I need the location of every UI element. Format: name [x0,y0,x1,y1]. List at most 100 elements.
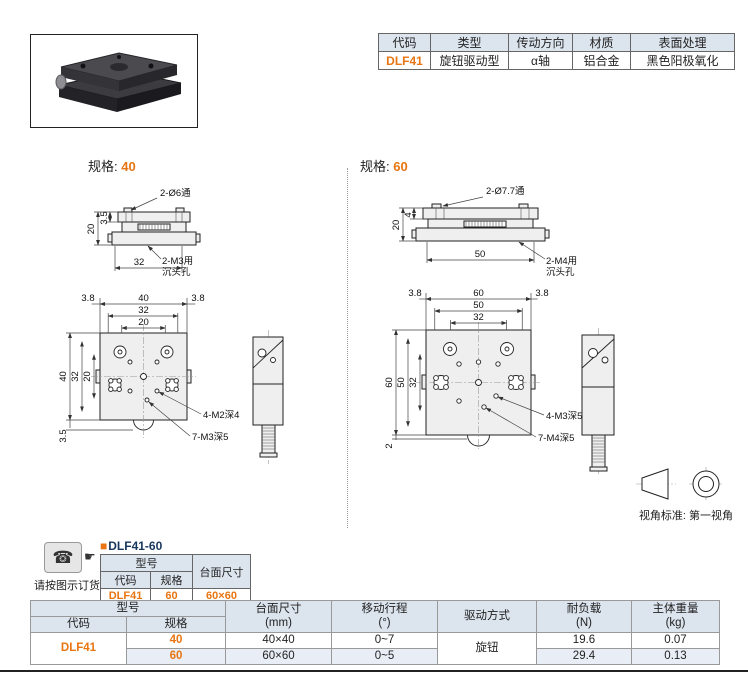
data-row-60: 60 60×60 0~5 29.4 0.13 [31,648,720,665]
col-header-type: 类型 [430,33,509,52]
cell-spec-60: 60 [126,648,226,665]
cell-spec-40: 40 [126,632,226,649]
dim-knob: 3.5 [58,429,69,442]
dim-top-overall: 40 [138,293,149,304]
dim-left-overall: 40 [58,371,69,382]
cell-travel-60: 0~5 [331,648,438,665]
dim-left-mid: 32 [70,371,81,382]
dim-label-csk-1: 2-M3用 [162,256,193,267]
drawing-spec60: 2-Ø7.7通 20 4 50 2-M4用 沉头孔 [384,186,615,474]
col-header-finish: 表面处理 [630,33,735,52]
plan-view-40-dims: 40 3.8 3.8 32 20 40 32 20 3.5 4-M2深4 7-M… [58,293,239,443]
dim-offset-right: 3.8 [535,288,548,299]
knob [55,74,67,90]
side-elevation-40 [107,207,201,246]
cell-weight-40: 0.07 [631,632,720,649]
cell-load-60: 29.4 [536,648,632,665]
leader-label-b: 7-M3深5 [192,432,228,443]
header-drive: 驱动方式 [437,600,537,633]
dim-top-thickness-label: 4 [403,212,414,217]
main-spec-table: 型号 台面尺寸 (mm) 移动行程 (°) 驱动方式 耐负载 (N) 主体重量 … [30,600,720,665]
header-spec: 规格 [126,616,226,633]
plan-view-60-dims: 60 3.8 3.8 50 32 60 50 32 2 4-M3深5 7-M4深… [384,288,582,449]
spec-summary-table: 代码 类型 传动方向 材质 表面处理 DLF41 旋钮驱动型 α轴 铝合金 黑色… [378,33,735,70]
value-type: 旋钮驱动型 [430,51,509,70]
value-direction: α轴 [508,51,573,70]
spec-label-text: 规格: [360,159,390,174]
cell-drive: 旋钮 [437,632,537,665]
rosette-right [508,375,524,390]
spec-summary-value-row: DLF41 旋钮驱动型 α轴 铝合金 黑色阳极氧化 [378,51,735,70]
side-profile-60 [581,328,615,474]
mini-header-surface: 台面尺寸 [192,554,251,589]
main-header-row-1: 型号 台面尺寸 (mm) 移动行程 (°) 驱动方式 耐负载 (N) 主体重量 … [30,600,720,633]
spec-summary-header-row: 代码 类型 传动方向 材质 表面处理 [378,33,735,52]
dim-height-label: 20 [86,224,97,235]
dim-left-inner: 32 [408,377,419,388]
data-row-40: DLF41 40 40×40 0~7 旋钮 19.6 0.07 [30,632,720,665]
center-recess [110,63,128,71]
mini-header-row-2: 代码 规格 [100,571,251,589]
main-header-row-2: 代码 规格 [30,616,720,633]
header-weight-line2: (kg) [665,616,686,629]
mini-header-spec: 规格 [150,571,193,589]
plan-view-40 [91,324,196,438]
dim-offset-left: 3.8 [408,288,421,299]
col-header-direction: 传动方向 [508,33,573,52]
spec-label-text: 规格: [88,159,118,174]
leader-label-a: 4-M3深5 [546,411,582,422]
part-number-table: 型号 台面尺寸 代码 规格 DLF41 60 60×60 [100,554,251,603]
spec-label-value: 60 [393,159,408,174]
side-elevation-60-dims: 2-Ø7.7通 20 4 50 2-M4用 沉头孔 [391,186,577,278]
pointer-hand-icon: ☛ [84,549,96,564]
screw [148,63,154,69]
header-travel-line2: (°) [378,616,391,629]
dim-left-mid: 50 [396,377,407,388]
product-photo [30,34,198,128]
col-header-material: 材质 [572,33,631,52]
cell-surface-40: 40×40 [225,632,332,649]
dim-offset-right: 3.8 [191,293,204,304]
side-profile-40 [252,330,284,464]
header-weight: 主体重量 (kg) [631,600,720,633]
header-travel: 移动行程 (°) [331,600,438,633]
dim-top-inner: 32 [473,312,484,323]
value-code: DLF41 [378,51,431,70]
title-marker: ■ [100,539,108,553]
cell-code: DLF41 [30,632,127,665]
cell-load-40: 19.6 [536,632,632,649]
view-standard-block: 视角标准: 第一视角 [630,464,742,523]
page-bottom-rule [0,670,748,672]
side-elevation-40-dims: 2-Ø6通 20 3.5 32 2-M3用 沉头孔 [86,188,193,278]
screw [80,63,86,69]
header-code: 代码 [30,616,127,633]
dim-top-mid: 32 [138,305,149,316]
frustum-icon [641,468,669,500]
stage-body [55,52,182,112]
cell-travel-40: 0~7 [331,632,438,649]
dim-top-overall: 60 [473,288,484,299]
col-header-code: 代码 [378,33,431,52]
plan-view-60 [416,322,541,449]
title-text: DLF41-60 [108,539,163,553]
header-surface-line2: (mm) [265,616,292,629]
product-illustration [55,52,182,112]
view-standard-label: 视角标准: 第一视角 [638,510,734,522]
spec-60-label: 规格: 60 [360,156,408,175]
mini-header-model: 型号 [100,554,193,572]
order-note: 请按图示订货 [34,580,100,592]
spec-40-label: 规格: 40 [88,156,136,175]
leader-label-b: 7-M4深5 [538,433,574,444]
rosette-left [433,375,449,390]
first-angle-symbol [636,467,723,501]
dim-label-csk-2: 沉头孔 [546,266,575,278]
leader-label-a: 4-M2深4 [203,410,239,421]
dim-knob: 2 [384,443,395,448]
rosette-left [108,378,122,392]
header-load-line1: 耐负载 [566,603,602,616]
cell-weight-60: 0.13 [631,648,720,665]
dim-label-csk-1: 2-M4用 [546,256,577,267]
dim-label-csk-2: 沉头孔 [162,266,191,278]
dim-top-thickness-label: 3.5 [99,211,110,224]
